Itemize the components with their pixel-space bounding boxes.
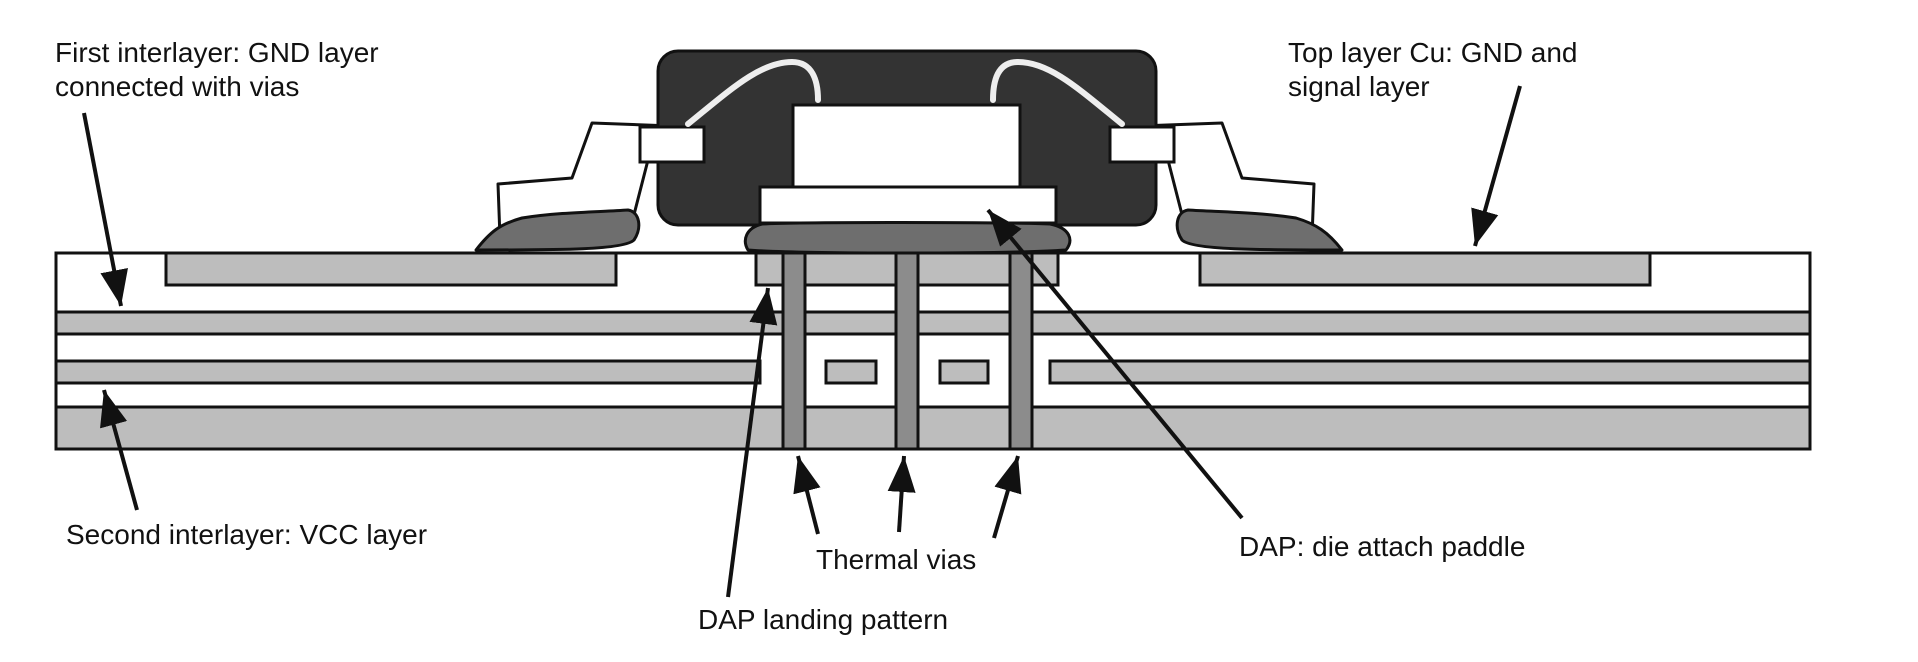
arrow-top-layer xyxy=(1471,85,1522,247)
arrow-first-interlayer xyxy=(82,112,128,307)
second-interlayer-vcc-right xyxy=(1048,359,1812,385)
label-first-interlayer-line-2: connected with vias xyxy=(55,71,300,102)
solder-right xyxy=(1175,208,1344,252)
arrow-thermal-via-2 xyxy=(887,455,916,533)
label-dap: DAP: die attach paddle xyxy=(1239,531,1526,562)
arrow-second-interlayer xyxy=(100,389,139,511)
second-interlayer-vcc-mid1 xyxy=(824,359,878,385)
label-top-layer: Top layer Cu: GND and signal layer xyxy=(1288,36,1577,104)
arrow-dap-landing xyxy=(726,287,778,598)
pcb-board xyxy=(54,251,1812,451)
bond-wire-left xyxy=(685,58,821,127)
thermal-via-2 xyxy=(894,251,920,451)
arrow-thermal-via-1 xyxy=(793,455,821,535)
label-top-layer-line-2: signal layer xyxy=(1288,71,1430,102)
arrow-thermal-via-3 xyxy=(992,455,1022,539)
arrow-dap xyxy=(986,208,1244,520)
top-copper-left xyxy=(164,251,618,287)
callout-arrows xyxy=(82,85,1522,598)
thermal-via-3 xyxy=(1008,251,1034,451)
label-thermal-vias: Thermal vias xyxy=(816,544,977,575)
second-interlayer-vcc-left xyxy=(54,359,762,385)
top-copper-right xyxy=(1198,251,1652,287)
label-dap-landing-pattern: DAP landing pattern xyxy=(698,604,949,635)
label-top-layer-line-1: Top layer Cu: GND and xyxy=(1288,37,1578,68)
thermal-via-1 xyxy=(781,251,807,451)
die xyxy=(791,103,1022,189)
ic-package xyxy=(474,49,1344,255)
die-attach-paddle xyxy=(758,185,1058,225)
first-interlayer-gnd xyxy=(54,310,1812,336)
label-first-interlayer-line-1: First interlayer: GND layer xyxy=(55,37,379,68)
bond-wire-right xyxy=(990,58,1125,127)
lead-right-inner xyxy=(1108,125,1176,164)
lead-left-inner xyxy=(638,125,706,164)
solder-left xyxy=(474,208,641,252)
label-first-interlayer: First interlayer: GND layer connected wi… xyxy=(55,36,379,104)
second-interlayer-vcc-mid2 xyxy=(938,359,990,385)
bottom-copper-layer xyxy=(54,405,1812,451)
label-second-interlayer: Second interlayer: VCC layer xyxy=(66,519,428,550)
